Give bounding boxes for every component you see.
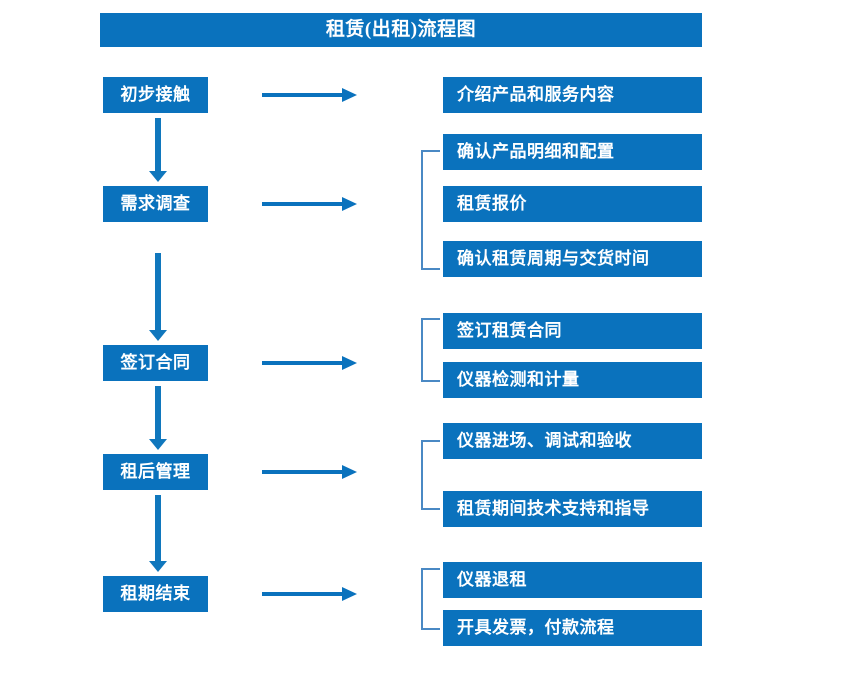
arrow-head [342, 465, 357, 479]
vertical-arrow-4 [149, 495, 167, 572]
detail-box-4[interactable]: 确认租赁周期与交货时间 [443, 241, 702, 277]
arrow-head [149, 561, 167, 572]
detail-box-9[interactable]: 仪器退租 [443, 562, 702, 598]
horizontal-arrow-1 [262, 88, 357, 102]
detail-box-2[interactable]: 确认产品明细和配置 [443, 134, 702, 170]
arrow-head [342, 356, 357, 370]
horizontal-arrow-2 [262, 197, 357, 211]
arrow-head [149, 330, 167, 341]
group-bracket-4 [421, 440, 440, 510]
detail-box-3[interactable]: 租赁报价 [443, 186, 702, 222]
group-bracket-3 [421, 318, 440, 382]
horizontal-arrow-3 [262, 356, 357, 370]
group-bracket-2 [421, 150, 440, 270]
detail-box-5[interactable]: 签订租赁合同 [443, 313, 702, 349]
arrow-head [342, 88, 357, 102]
arrow-shaft [262, 202, 344, 206]
arrow-shaft [262, 592, 344, 596]
stage-box-2[interactable]: 需求调查 [103, 186, 208, 222]
vertical-arrow-1 [149, 118, 167, 182]
horizontal-arrow-4 [262, 465, 357, 479]
vertical-arrow-2 [149, 253, 167, 341]
arrow-head [342, 197, 357, 211]
arrow-shaft [262, 361, 344, 365]
arrow-shaft [155, 253, 161, 330]
arrow-head [149, 439, 167, 450]
arrow-shaft [262, 93, 344, 97]
horizontal-arrow-5 [262, 587, 357, 601]
detail-box-6[interactable]: 仪器检测和计量 [443, 362, 702, 398]
detail-box-10[interactable]: 开具发票，付款流程 [443, 610, 702, 646]
arrow-head [342, 587, 357, 601]
vertical-arrow-3 [149, 386, 167, 450]
page-title: 租赁(出租)流程图 [100, 13, 702, 47]
stage-box-3[interactable]: 签订合同 [103, 345, 208, 381]
detail-box-1[interactable]: 介绍产品和服务内容 [443, 77, 702, 113]
group-bracket-5 [421, 568, 440, 630]
stage-box-1[interactable]: 初步接触 [103, 77, 208, 113]
detail-box-8[interactable]: 租赁期间技术支持和指导 [443, 491, 702, 527]
arrow-shaft [262, 470, 344, 474]
stage-box-4[interactable]: 租后管理 [103, 454, 208, 490]
arrow-head [149, 171, 167, 182]
arrow-shaft [155, 118, 161, 171]
detail-box-7[interactable]: 仪器进场、调试和验收 [443, 423, 702, 459]
stage-box-5[interactable]: 租期结束 [103, 576, 208, 612]
arrow-shaft [155, 495, 161, 561]
arrow-shaft [155, 386, 161, 439]
